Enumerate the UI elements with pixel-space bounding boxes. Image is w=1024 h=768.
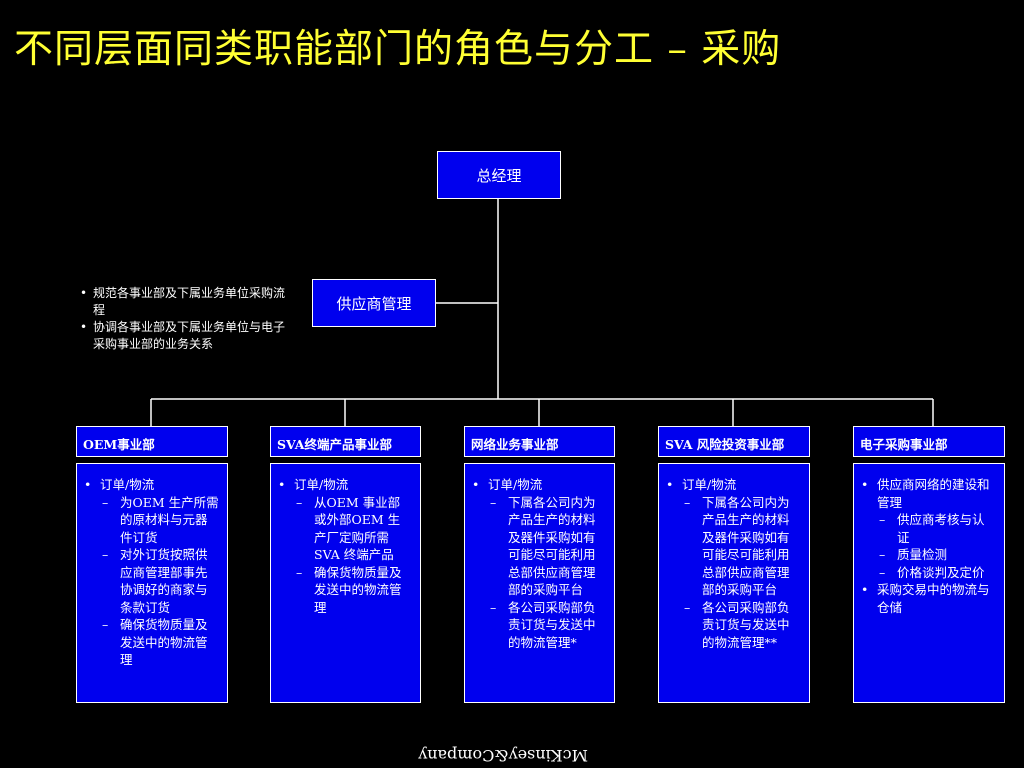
dept-name: 电子采购事业部	[860, 437, 948, 452]
dept-name: SVA终端产品事业部	[277, 437, 392, 452]
supplier-management-box: 供应商管理	[312, 279, 436, 327]
dept-name: OEM事业部	[83, 437, 155, 452]
dept-sub-item: 各公司采购部负责订货与发送中的物流管理*	[490, 599, 606, 652]
dept-sub-item: 供应商考核与认证	[879, 511, 996, 546]
dept-body-e-procurement: 供应商网络的建设和管理 供应商考核与认证 质量检测 价格谈判及定价 采购交易中的…	[853, 463, 1005, 703]
note-item: 规范各事业部及下属业务单位采购流程	[78, 285, 290, 319]
company-logo-text: McKinsey&Company	[418, 746, 588, 765]
dept-sub-item: 确保货物质量及发送中的物流管理	[296, 564, 412, 617]
dept-sub-item: 对外订货按照供应商管理部事先协调好的商家与条款订货	[102, 546, 219, 616]
dept-header-oem: OEM事业部	[76, 426, 228, 457]
dept-sub-item: 各公司采购部负责订货与发送中的物流管理**	[684, 599, 801, 652]
dept-header-sva-terminal: SVA终端产品事业部	[270, 426, 421, 457]
dept-bullet: 订单/物流 从OEM 事业部或外部OEM 生产厂定购所需SVA 终端产品 确保货…	[277, 476, 412, 616]
supplier-management-label: 供应商管理	[336, 294, 412, 313]
dept-name: SVA 风险投资事业部	[665, 437, 785, 452]
dept-bullet: 订单/物流 下属各公司内为产品生产的材料及器件采购如有可能尽可能利用总部供应商管…	[665, 476, 801, 651]
dept-sub-item: 质量检测	[879, 546, 996, 564]
dept-sub-item: 下属各公司内为产品生产的材料及器件采购如有可能尽可能利用总部供应商管理部的采购平…	[490, 494, 606, 599]
dept-sub-item: 价格谈判及定价	[879, 564, 996, 582]
dept-header-sva-venture: SVA 风险投资事业部	[658, 426, 810, 457]
dept-body-sva-terminal: 订单/物流 从OEM 事业部或外部OEM 生产厂定购所需SVA 终端产品 确保货…	[270, 463, 421, 703]
dept-bullet: 订单/物流 为OEM 生产所需的原材料与元器件订货 对外订货按照供应商管理部事先…	[83, 476, 219, 669]
dept-body-oem: 订单/物流 为OEM 生产所需的原材料与元器件订货 对外订货按照供应商管理部事先…	[76, 463, 228, 703]
dept-name: 网络业务事业部	[471, 437, 559, 452]
dept-sub-item: 下属各公司内为产品生产的材料及器件采购如有可能尽可能利用总部供应商管理部的采购平…	[684, 494, 801, 599]
dept-header-e-procurement: 电子采购事业部	[853, 426, 1005, 457]
dept-body-sva-venture: 订单/物流 下属各公司内为产品生产的材料及器件采购如有可能尽可能利用总部供应商管…	[658, 463, 810, 703]
dept-bullet: 采购交易中的物流与仓储	[860, 581, 996, 616]
note-item: 协调各事业部及下属业务单位与电子采购事业部的业务关系	[78, 319, 290, 353]
general-manager-box: 总经理	[437, 151, 561, 199]
dept-bullet: 订单/物流 下属各公司内为产品生产的材料及器件采购如有可能尽可能利用总部供应商管…	[471, 476, 606, 651]
dept-header-network: 网络业务事业部	[464, 426, 615, 457]
dept-sub-item: 为OEM 生产所需的原材料与元器件订货	[102, 494, 219, 547]
general-manager-label: 总经理	[476, 166, 522, 185]
dept-body-network: 订单/物流 下属各公司内为产品生产的材料及器件采购如有可能尽可能利用总部供应商管…	[464, 463, 615, 703]
dept-sub-item: 确保货物质量及发送中的物流管理	[102, 616, 219, 669]
dept-sub-item: 从OEM 事业部或外部OEM 生产厂定购所需SVA 终端产品	[296, 494, 412, 564]
supplier-management-notes: 规范各事业部及下属业务单位采购流程 协调各事业部及下属业务单位与电子采购事业部的…	[78, 285, 290, 353]
dept-bullet: 供应商网络的建设和管理 供应商考核与认证 质量检测 价格谈判及定价	[860, 476, 996, 581]
page-title: 不同层面同类职能部门的角色与分工 – 采购	[14, 27, 782, 72]
